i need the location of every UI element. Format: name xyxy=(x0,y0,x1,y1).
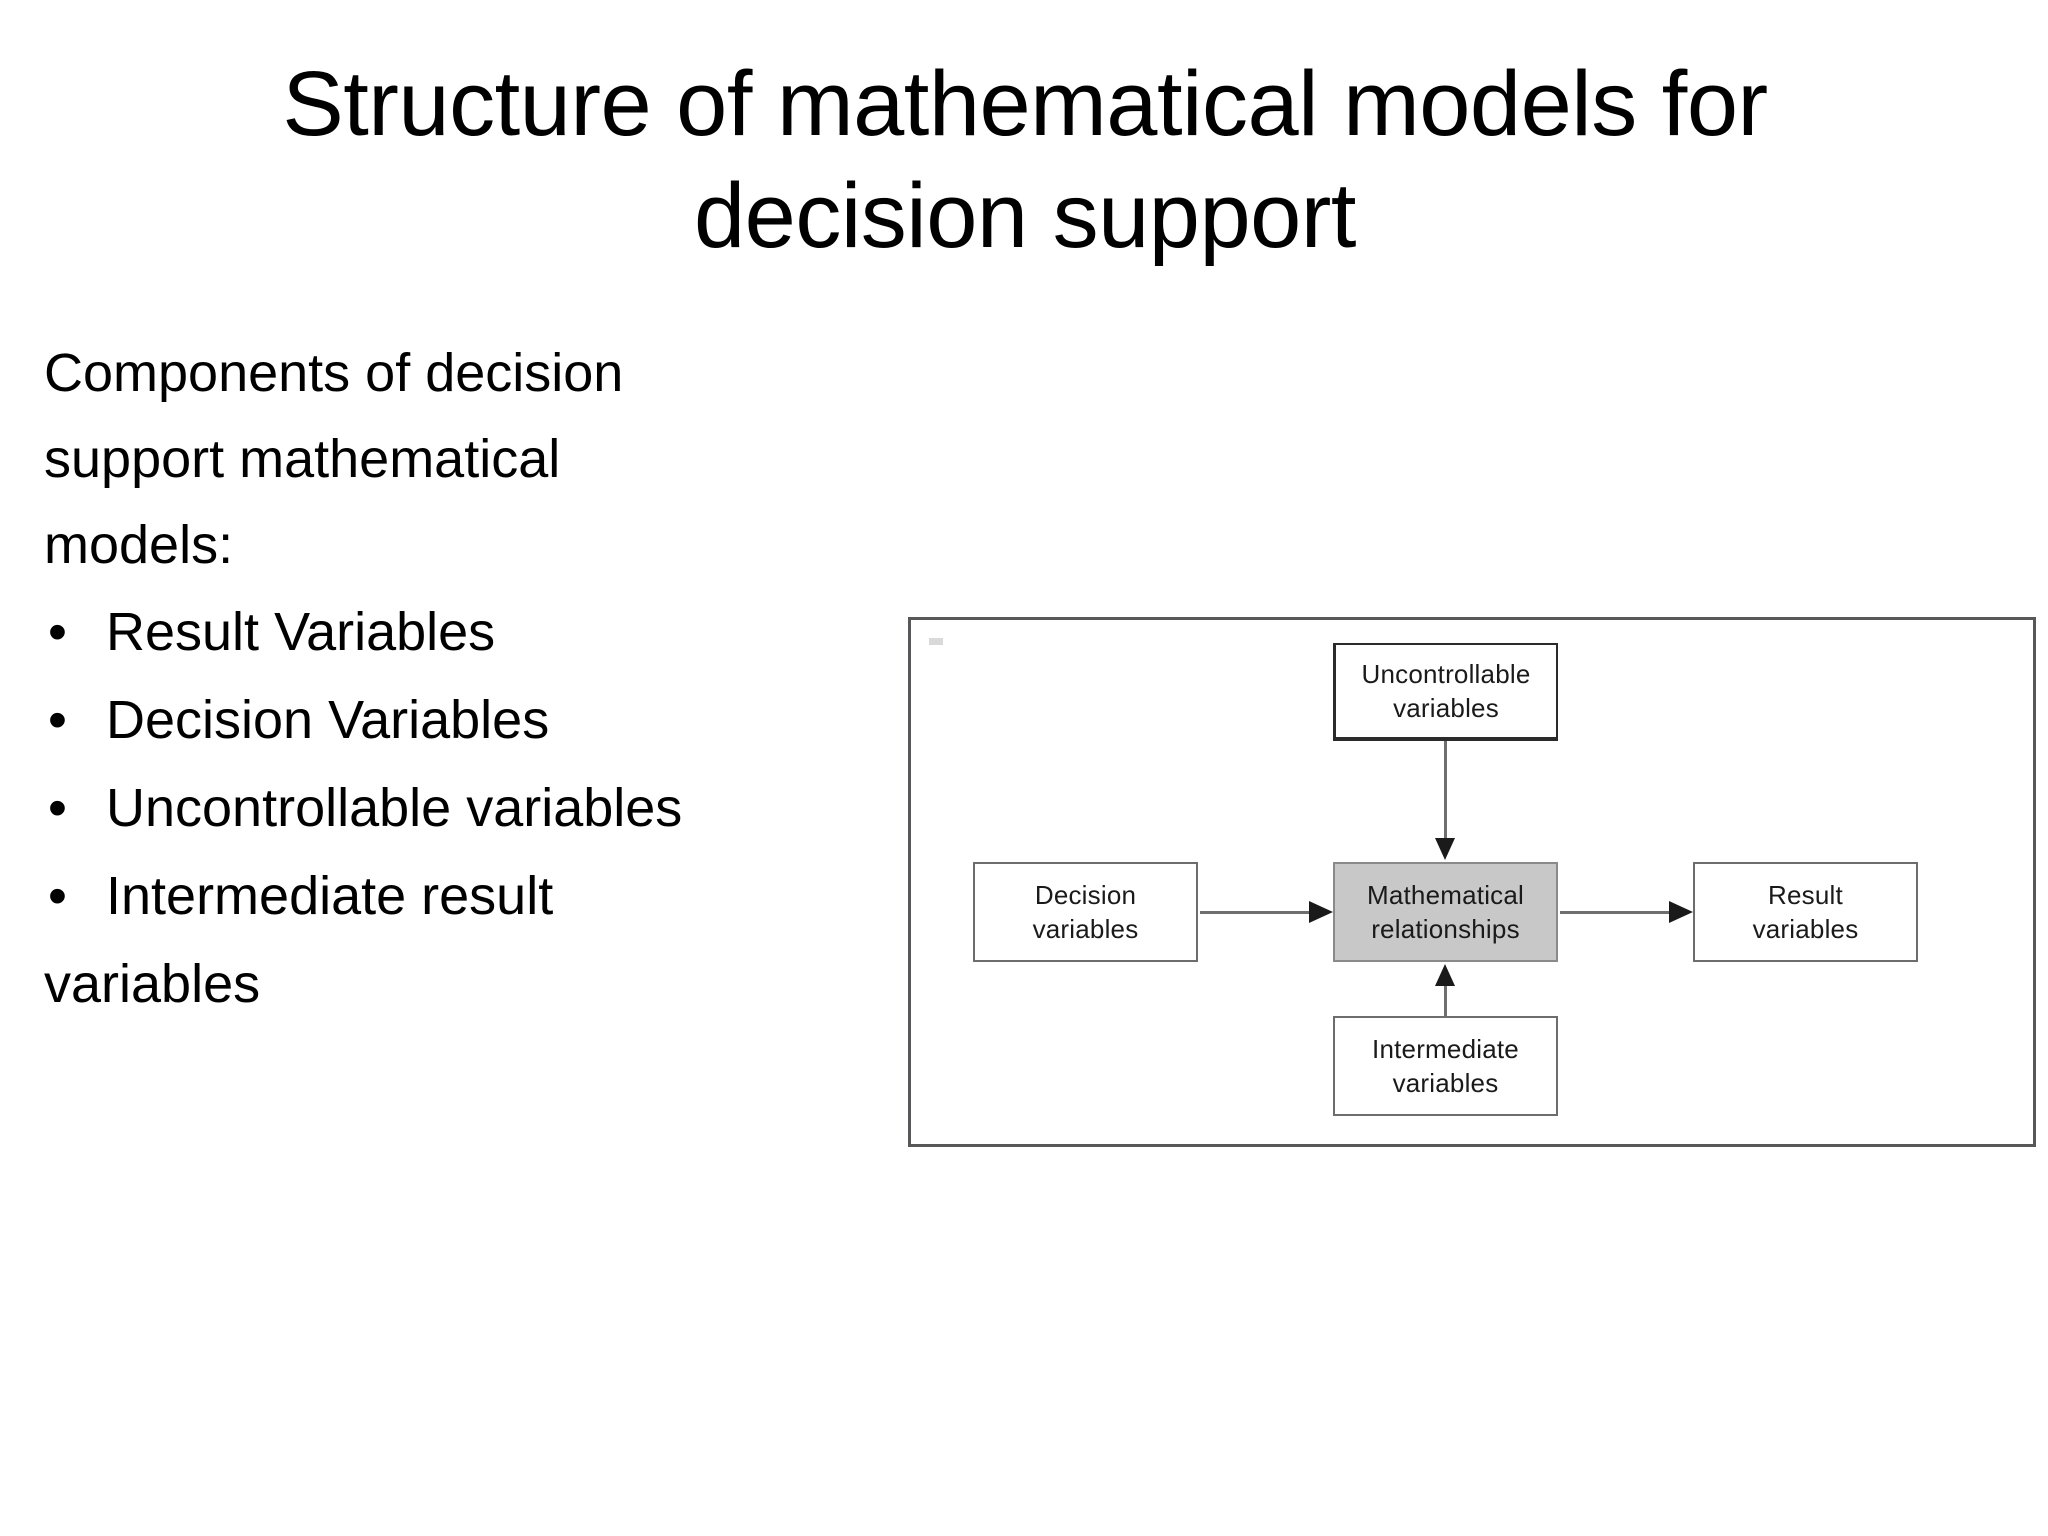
intro-line-1: Components of decision xyxy=(44,343,624,403)
model-structure-diagram: Uncontrollable variables Decision variab… xyxy=(908,617,2036,1147)
node-label-line-2: variables xyxy=(1393,693,1499,723)
bullet-continuation-line: variables xyxy=(44,954,261,1014)
intro-line-3: models: xyxy=(44,515,234,575)
list-item-label: Decision Variables xyxy=(106,690,550,750)
connector-math-to-result xyxy=(1560,911,1672,914)
node-label-line-1: Mathematical xyxy=(1366,880,1525,910)
node-label-line-2: variables xyxy=(1392,1068,1499,1098)
connector-uncontrollable-to-math xyxy=(1444,741,1447,841)
connector-decision-to-math xyxy=(1200,911,1312,914)
node-label-line-2: variables xyxy=(1752,914,1859,944)
bullet-dot-icon: • xyxy=(48,866,67,926)
body-text-column: Components of decision support mathemati… xyxy=(44,330,944,1028)
arrow-up-icon xyxy=(1435,964,1455,986)
bullet-dot-icon: • xyxy=(48,690,67,750)
node-label-line-2: variables xyxy=(1032,914,1139,944)
components-bullet-list: • Result Variables • Decision Variables … xyxy=(44,588,944,940)
bullet-dot-icon: • xyxy=(48,778,67,838)
node-label-line-1: Result xyxy=(1768,880,1843,910)
diagram-node-result-variables: Result variables xyxy=(1693,862,1918,962)
list-item-label: Result Variables xyxy=(106,602,496,662)
list-item: • Decision Variables xyxy=(44,676,944,764)
list-item-label: Intermediate result xyxy=(106,866,554,926)
list-item-label: Uncontrollable variables xyxy=(106,778,683,838)
arrow-right-icon xyxy=(1309,901,1333,923)
arrow-down-icon xyxy=(1435,838,1455,860)
list-item: • Intermediate result xyxy=(44,852,944,940)
node-label-line-1: Intermediate xyxy=(1372,1034,1519,1064)
node-label-line-1: Decision xyxy=(1034,880,1137,910)
diagram-canvas: Uncontrollable variables Decision variab… xyxy=(911,620,2033,1144)
diagram-node-intermediate-variables: Intermediate variables xyxy=(1333,1016,1558,1116)
list-item: • Result Variables xyxy=(44,588,944,676)
diagram-node-mathematical-relationships: Mathematical relationships xyxy=(1333,862,1558,962)
node-label-line-2: relationships xyxy=(1371,914,1520,944)
arrow-right-icon xyxy=(1669,901,1693,923)
scan-speckle xyxy=(929,638,943,645)
diagram-node-uncontrollable-variables: Uncontrollable variables xyxy=(1333,643,1558,741)
connector-intermediate-to-math xyxy=(1444,984,1447,1018)
bullet-dot-icon: • xyxy=(48,602,67,662)
page-title: Structure of mathematical models for dec… xyxy=(282,53,1768,268)
list-item: • Uncontrollable variables xyxy=(44,764,944,852)
node-label-line-1: Uncontrollable xyxy=(1361,659,1531,689)
intro-line-2: support mathematical xyxy=(44,429,561,489)
diagram-node-decision-variables: Decision variables xyxy=(973,862,1198,962)
